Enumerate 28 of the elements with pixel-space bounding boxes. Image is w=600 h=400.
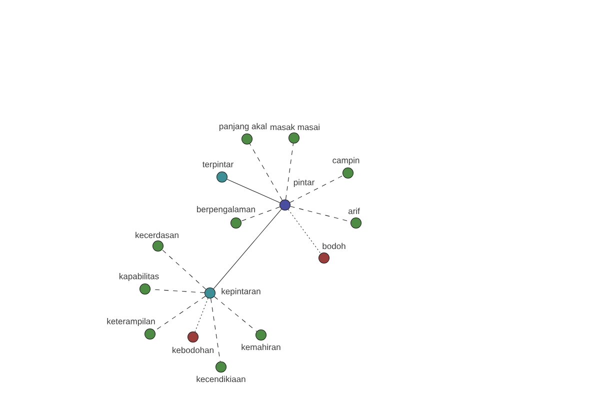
- node-label: terpintar: [202, 161, 234, 169]
- node-label: berpengalaman: [197, 206, 255, 214]
- connector: [213, 208, 282, 290]
- node-label: kapabilitas: [120, 273, 159, 281]
- connector: [285, 143, 294, 200]
- node-label: kebodohan: [172, 346, 214, 354]
- connector: [150, 289, 205, 293]
- connector: [162, 249, 206, 290]
- connector: [210, 298, 220, 362]
- node-label: bodoh: [322, 242, 346, 250]
- connector: [226, 178, 280, 204]
- connector: [214, 296, 258, 332]
- node-label: keterampilan: [107, 318, 155, 326]
- connector: [290, 175, 344, 203]
- node-label: kemahiran: [242, 344, 280, 350]
- node-label: pintar: [294, 179, 314, 187]
- connector: [194, 298, 208, 332]
- node-label: kecendikiaan: [196, 376, 246, 382]
- node-label: kepintaran: [222, 288, 260, 296]
- connector: [240, 206, 280, 222]
- node-label: panjang akal: [219, 123, 267, 131]
- node-label: arif: [348, 208, 360, 214]
- connector: [288, 209, 322, 254]
- connector: [249, 144, 283, 201]
- node-label: masak masai: [270, 124, 320, 130]
- node-label: kecerdasan: [136, 232, 178, 238]
- connector: [154, 296, 206, 332]
- node-label: campin: [332, 157, 360, 165]
